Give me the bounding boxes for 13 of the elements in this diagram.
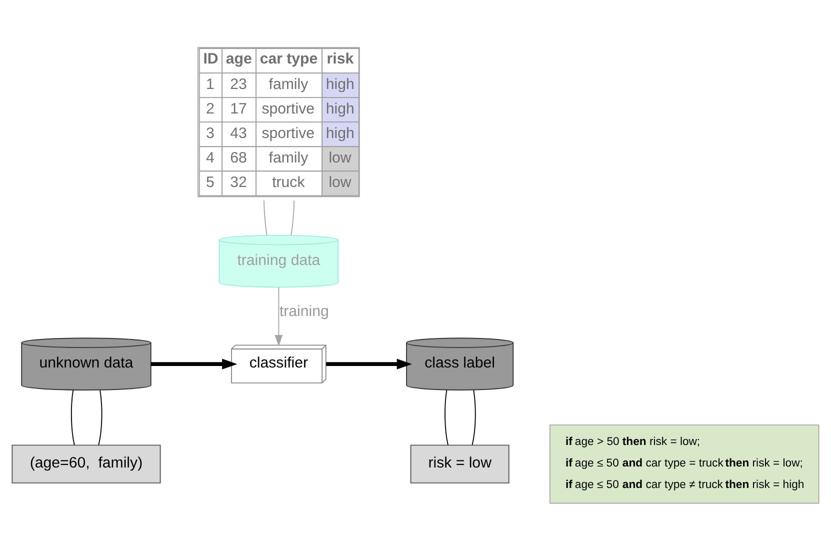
arrow xyxy=(326,358,412,370)
connector xyxy=(472,390,476,446)
connector xyxy=(444,390,448,446)
connector xyxy=(263,200,268,236)
edge-label: training xyxy=(279,303,329,320)
connector xyxy=(290,200,295,236)
node-box: if age > 50 then risk = low; if age ≤ 50 and car type = truck then risk = low; if age ≤ 50 and car type ≠ truck then risk = high xyxy=(549,424,820,504)
node-box: (age=60, family) xyxy=(12,444,161,484)
node-box: risk = low xyxy=(410,444,510,484)
arrow xyxy=(150,358,238,370)
connector xyxy=(70,390,75,446)
arrow xyxy=(274,286,283,346)
connector xyxy=(98,390,102,446)
